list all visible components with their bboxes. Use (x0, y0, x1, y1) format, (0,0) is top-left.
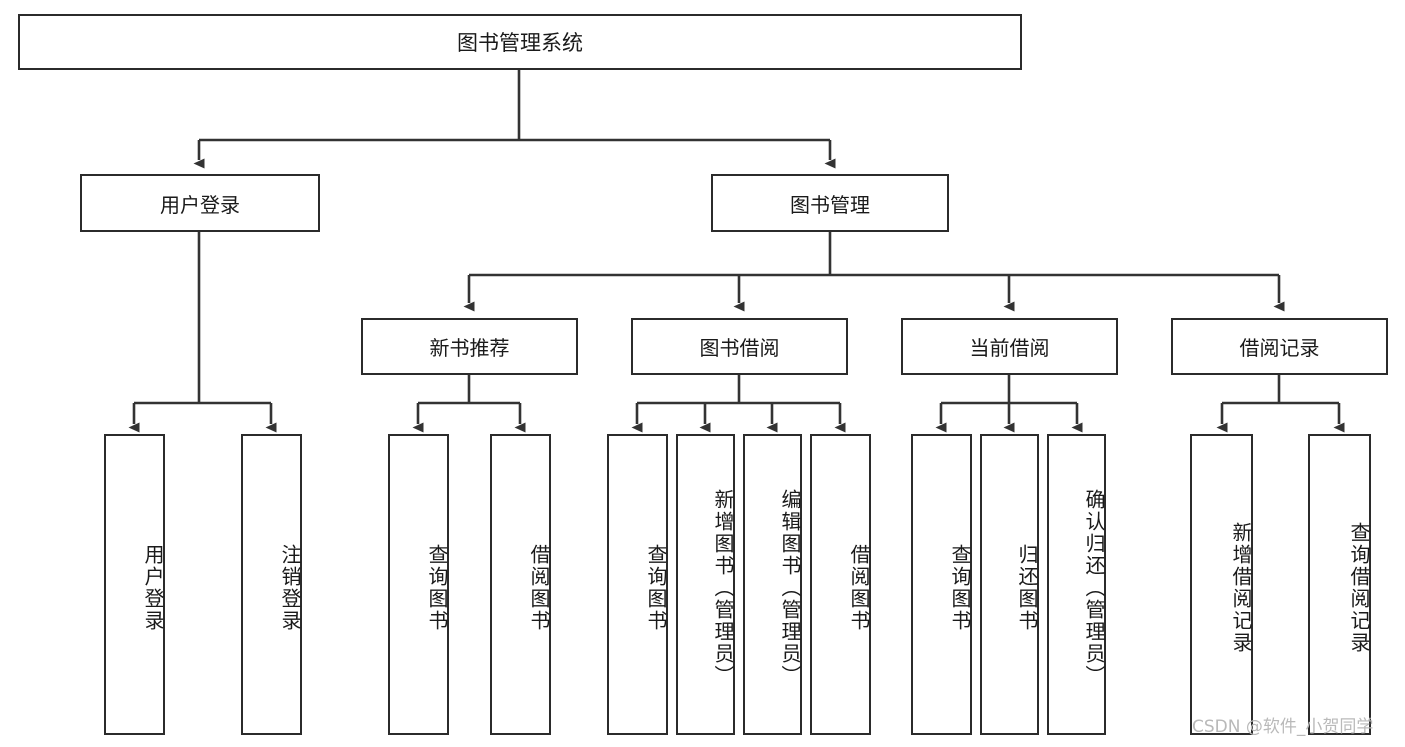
node-label: 图书管理 (790, 192, 870, 217)
node-borrow-record[interactable]: 借阅记录 (1171, 318, 1388, 375)
node-leaf-query-book-1[interactable]: 查询图书 (388, 434, 449, 735)
node-label: 归还图书 (1015, 543, 1039, 632)
node-leaf-query-book-3[interactable]: 查询图书 (911, 434, 972, 735)
node-leaf-logout-login[interactable]: 注销登录 (241, 434, 302, 735)
node-leaf-user-login[interactable]: 用户登录 (104, 434, 165, 735)
node-leaf-add-book[interactable]: 新增图书（管理员） (676, 434, 735, 735)
node-label: 查询图书 (948, 543, 972, 632)
node-leaf-borrow-book-2[interactable]: 借阅图书 (810, 434, 871, 735)
node-label: 新增借阅记录 (1229, 521, 1253, 654)
node-label: 新增图书（管理员） (711, 488, 735, 687)
node-leaf-query-book-2[interactable]: 查询图书 (607, 434, 668, 735)
node-leaf-return-book[interactable]: 归还图书 (980, 434, 1039, 735)
node-label: 用户登录 (141, 543, 165, 632)
node-label: 编辑图书（管理员） (778, 488, 802, 687)
node-leaf-edit-book[interactable]: 编辑图书（管理员） (743, 434, 802, 735)
node-label: 确认归还（管理员） (1082, 488, 1106, 687)
node-leaf-query-record[interactable]: 查询借阅记录 (1308, 434, 1371, 735)
node-root-system[interactable]: 图书管理系统 (18, 14, 1022, 70)
node-current-borrow[interactable]: 当前借阅 (901, 318, 1118, 375)
node-label: 借阅图书 (527, 543, 551, 632)
node-leaf-add-record[interactable]: 新增借阅记录 (1190, 434, 1253, 735)
node-label: 注销登录 (278, 543, 302, 632)
node-book-manage[interactable]: 图书管理 (711, 174, 949, 232)
node-new-book-recommend[interactable]: 新书推荐 (361, 318, 578, 375)
node-label: 图书管理系统 (457, 31, 583, 55)
node-label: 查询借阅记录 (1347, 521, 1371, 654)
node-label: 借阅记录 (1239, 336, 1320, 360)
node-label: 查询图书 (425, 543, 449, 632)
node-leaf-confirm-return[interactable]: 确认归还（管理员） (1047, 434, 1106, 735)
node-user-login[interactable]: 用户登录 (80, 174, 320, 232)
node-leaf-borrow-book-1[interactable]: 借阅图书 (490, 434, 551, 735)
node-label: 新书推荐 (429, 336, 510, 360)
node-label: 用户登录 (160, 192, 240, 217)
csdn-watermark: CSDN @软件_小贺同学 (1192, 717, 1374, 737)
node-book-borrow[interactable]: 图书借阅 (631, 318, 848, 375)
node-label: 查询图书 (644, 543, 668, 632)
node-label: 图书借阅 (699, 336, 780, 360)
node-label: 借阅图书 (847, 543, 871, 632)
node-label: 当前借阅 (969, 336, 1050, 360)
